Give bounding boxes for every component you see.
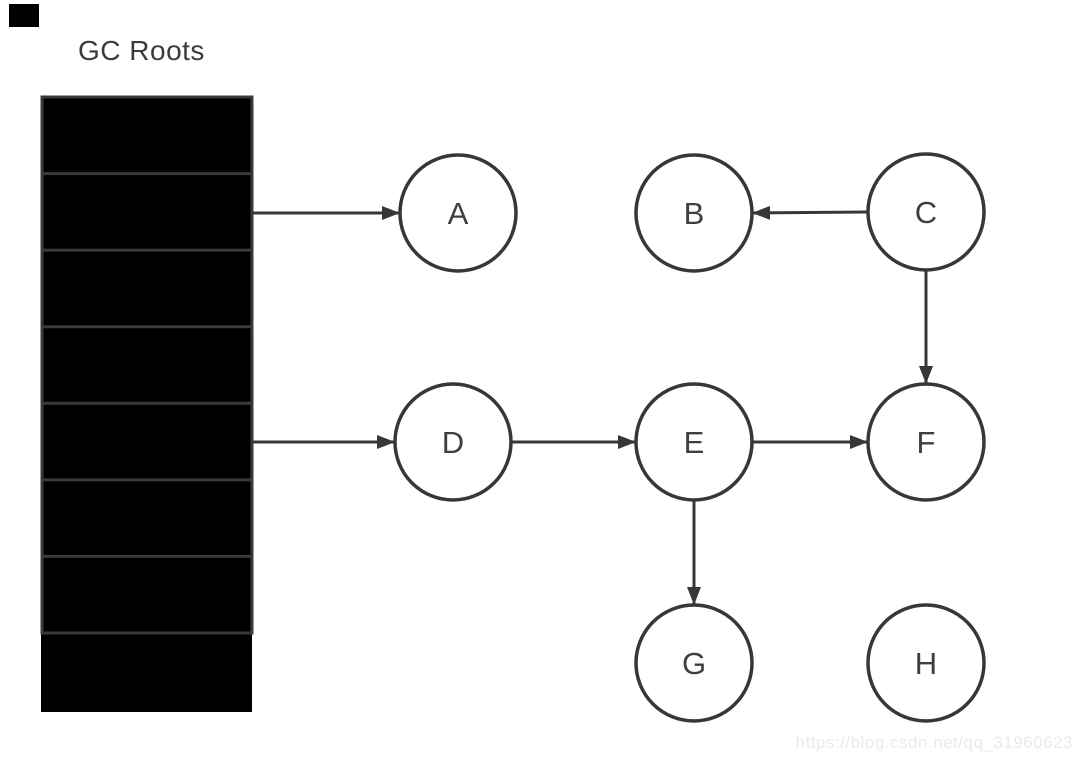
node-circle-B xyxy=(634,153,754,273)
node-circle-F xyxy=(866,382,986,502)
stack-base-block xyxy=(41,631,252,712)
node-circle-E xyxy=(634,382,754,502)
node-label-D: D xyxy=(442,425,464,460)
node-circle-D xyxy=(393,382,513,502)
node-G: G xyxy=(634,603,754,723)
stack-frame-box xyxy=(40,95,254,635)
node-circle-A xyxy=(398,153,518,273)
node-label-G: G xyxy=(682,646,706,681)
diagram-title: GC Roots xyxy=(78,35,205,66)
node-label-F: F xyxy=(917,425,936,460)
node-circle-C xyxy=(866,152,986,272)
node-C: C xyxy=(866,152,986,272)
node-label-C: C xyxy=(915,195,937,230)
node-E: E xyxy=(634,382,754,502)
node-D: D xyxy=(393,382,513,502)
node-label-B: B xyxy=(684,196,705,231)
node-F: F xyxy=(866,382,986,502)
node-H: H xyxy=(866,603,986,723)
node-label-A: A xyxy=(448,196,469,231)
node-circle-G xyxy=(634,603,754,723)
watermark-url: https://blog.csdn.net/qq_31960623 xyxy=(795,733,1073,752)
edge-C-to-B xyxy=(751,205,869,220)
node-A: A xyxy=(398,153,518,273)
node-label-E: E xyxy=(684,425,705,460)
node-B: B xyxy=(634,153,754,273)
node-circle-H xyxy=(866,603,986,723)
corner-artifact xyxy=(9,4,39,27)
gc-roots-stack xyxy=(40,95,254,712)
node-label-H: H xyxy=(915,646,937,681)
